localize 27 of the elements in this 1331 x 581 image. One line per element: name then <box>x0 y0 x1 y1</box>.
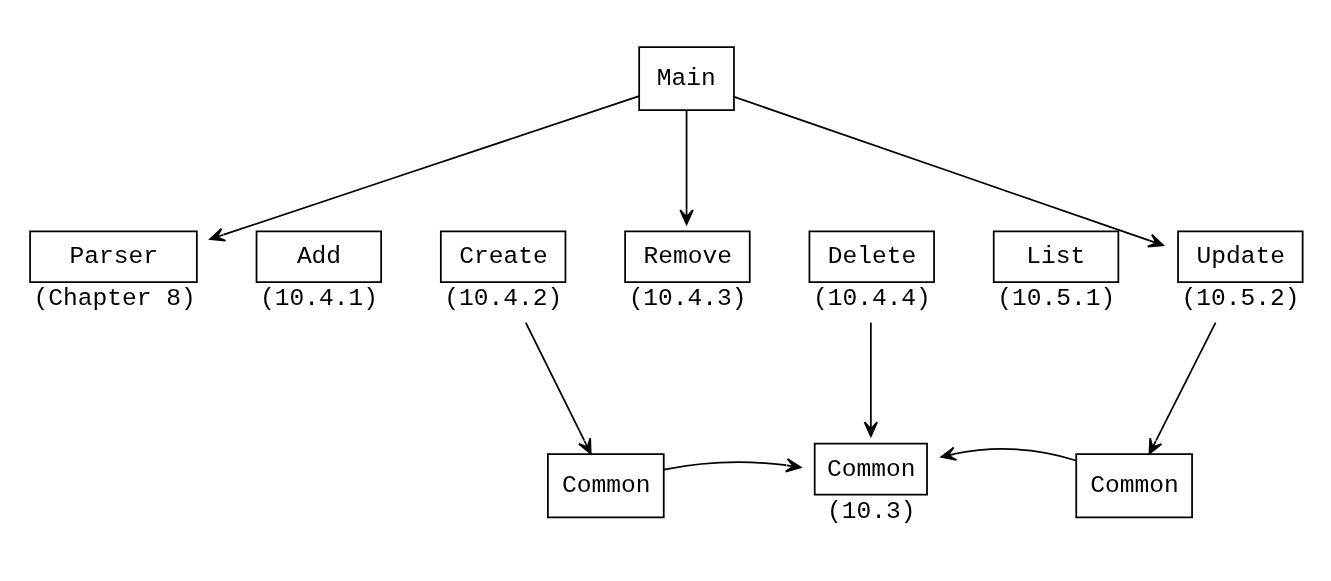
arrow <box>863 321 879 437</box>
node-box: Create <box>439 229 567 283</box>
node-label: (10.4.1) <box>260 284 378 312</box>
arrow <box>679 108 694 225</box>
node-box: Delete <box>808 229 935 283</box>
arrow <box>1148 321 1217 455</box>
node-box: List <box>992 229 1120 283</box>
node-box: Common <box>1075 452 1193 518</box>
node-box: Common <box>813 442 928 495</box>
arrow <box>733 95 1164 247</box>
node-box: Parser <box>29 229 198 283</box>
node-box: Update <box>1177 229 1304 283</box>
node-box: Common <box>547 452 665 518</box>
node-label: (Chapter 8) <box>33 284 196 312</box>
arrow <box>524 321 592 455</box>
node-label: (10.4.2) <box>444 284 563 312</box>
node-box: Main <box>638 45 735 111</box>
node-label: (10.5.2) <box>1181 284 1300 312</box>
arrow <box>209 94 640 242</box>
node-box: Remove <box>624 229 751 283</box>
node-label: (10.4.4) <box>812 284 931 312</box>
node-label: (10.4.3) <box>628 284 747 312</box>
node-label: (10.5.1) <box>997 284 1116 312</box>
arrow <box>940 446 1078 461</box>
node-box: Add <box>255 229 383 283</box>
node-label: (10.3) <box>826 497 916 525</box>
arrow <box>662 457 802 472</box>
